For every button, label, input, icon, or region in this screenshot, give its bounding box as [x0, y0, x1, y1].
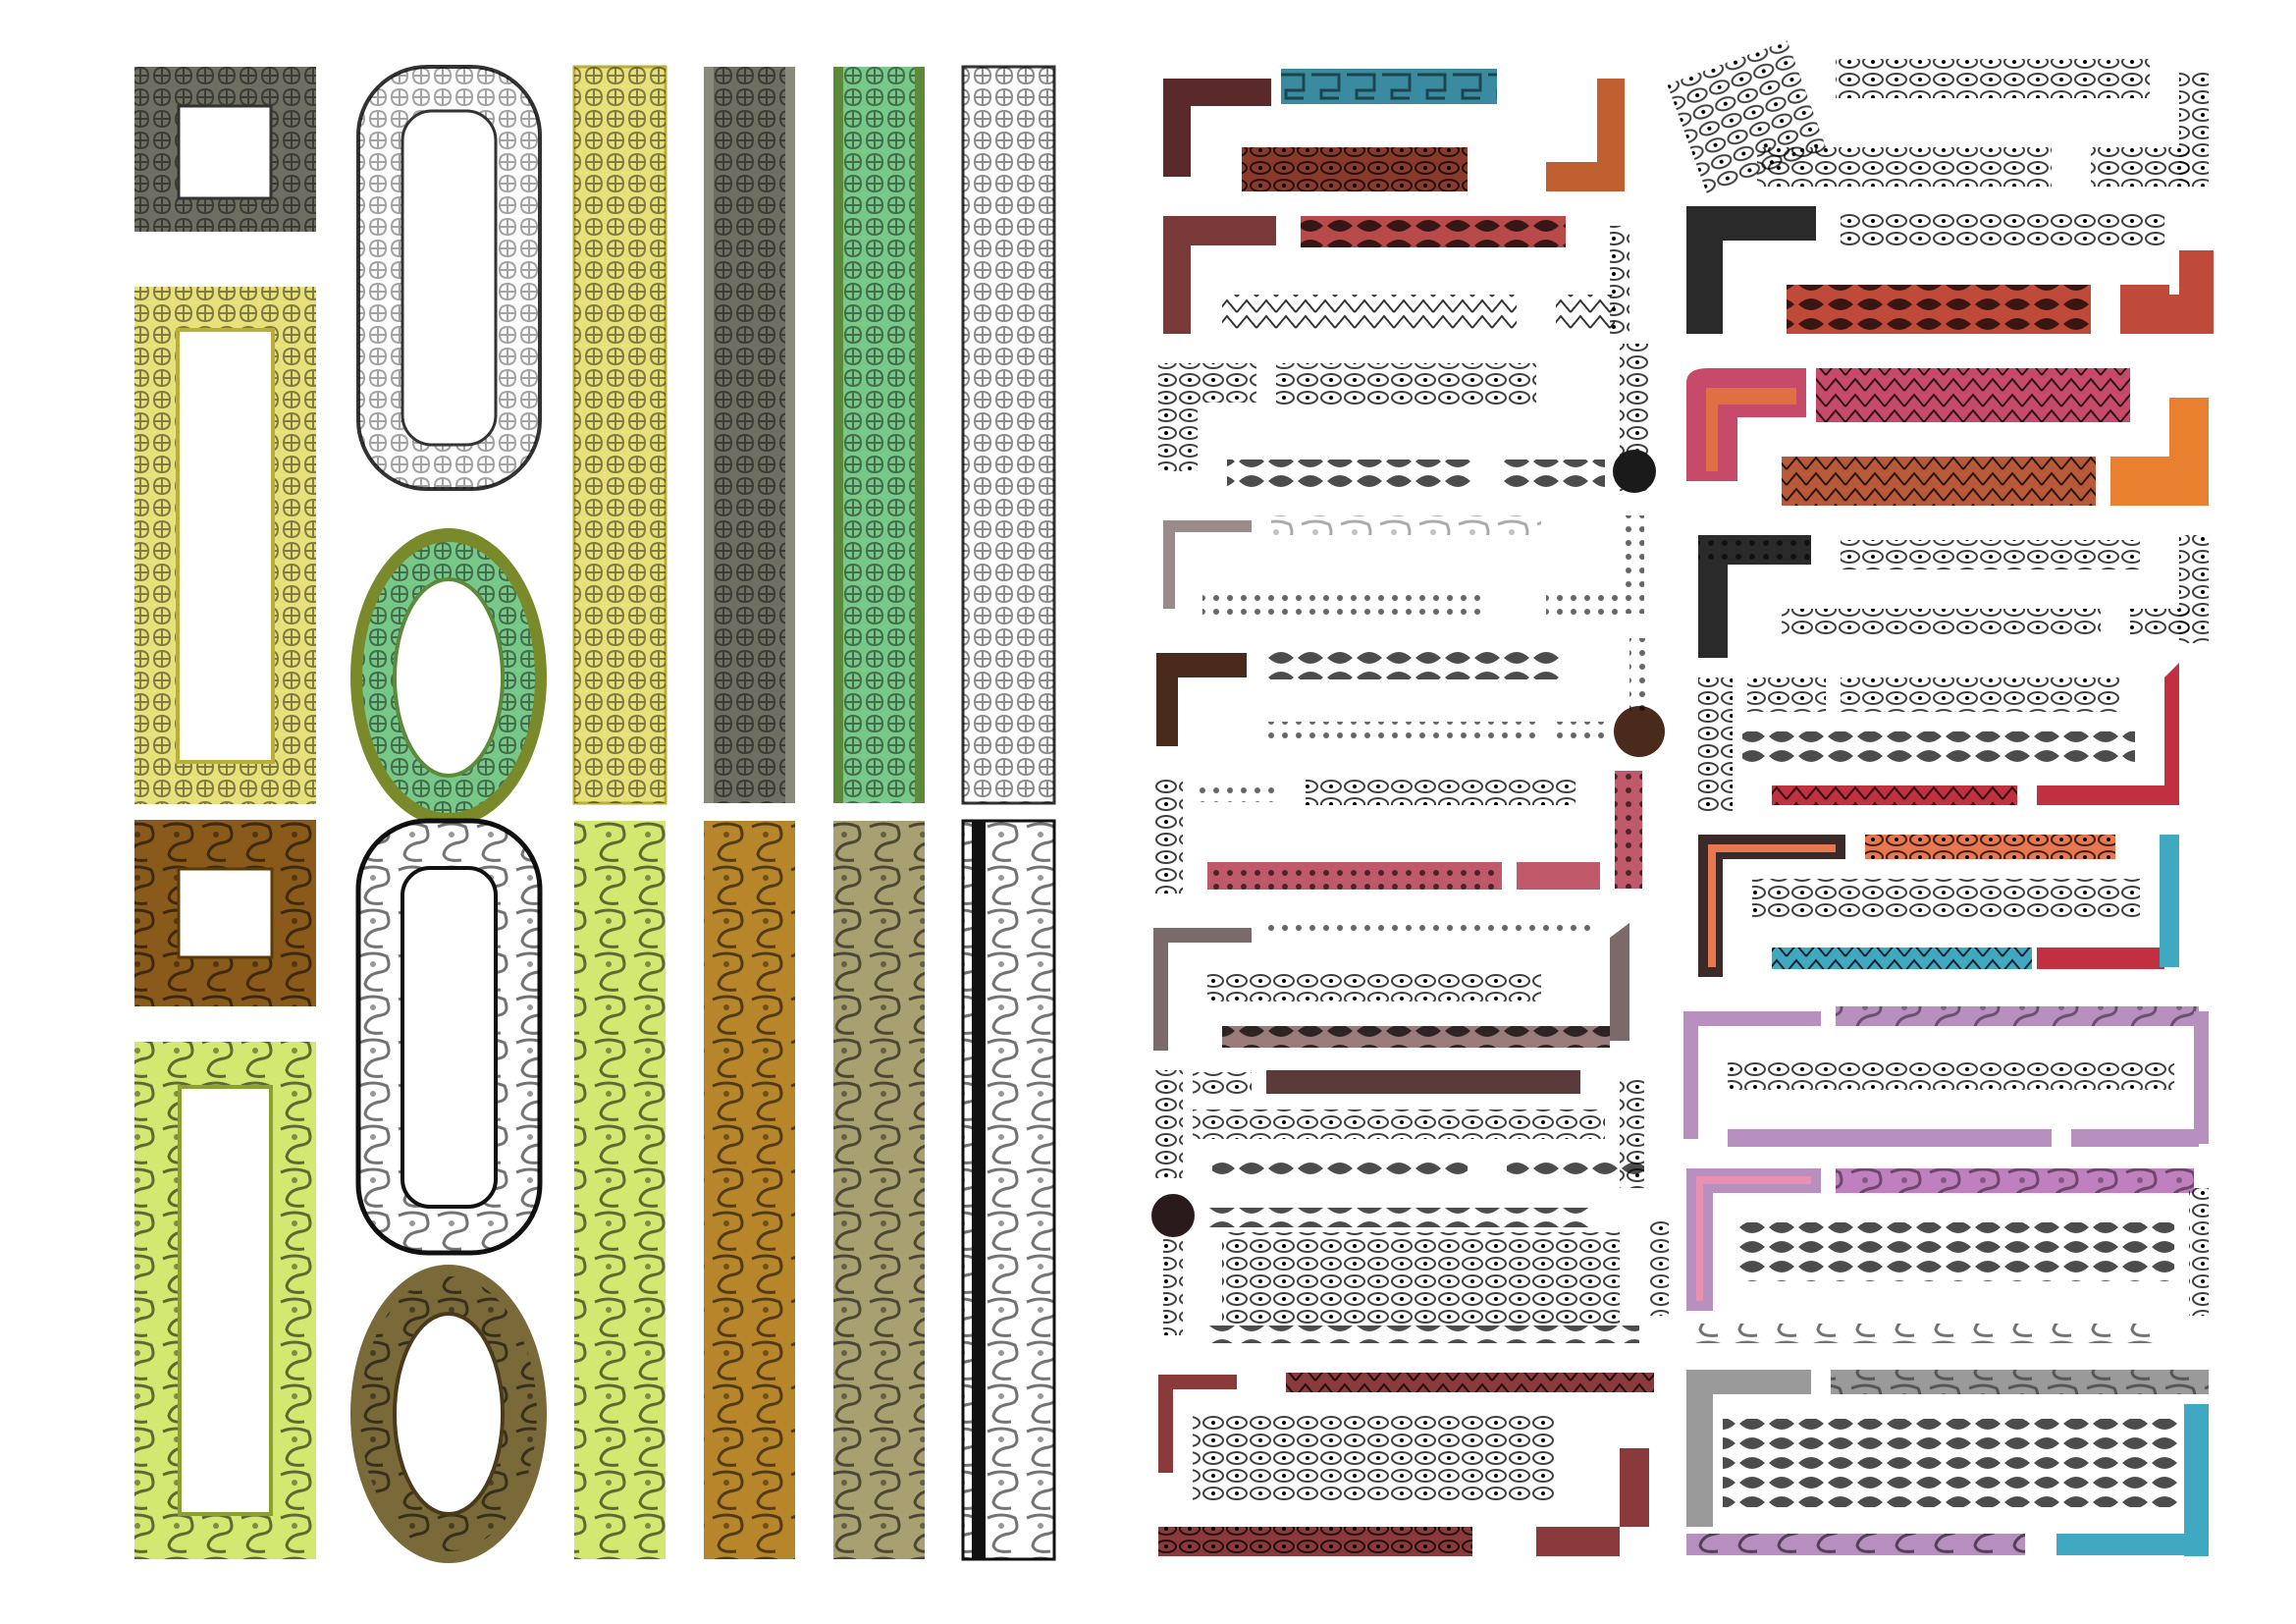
- border-set-15-icon: [1698, 663, 2179, 815]
- border-set-8-icon: [1153, 1070, 1644, 1188]
- border-set-12-icon: [1686, 206, 2214, 334]
- border-set-9-icon: [1151, 1194, 1669, 1343]
- brown-square-frame-icon: [134, 820, 316, 1006]
- border-set-7-icon: [1153, 923, 1629, 1051]
- border-set-14-icon: [1698, 535, 2209, 658]
- border-set-16-icon: [1698, 835, 2179, 977]
- green-vertical-border-icon: [833, 67, 925, 803]
- border-set-17-icon: [1683, 1006, 2209, 1147]
- black-vertical-border-icon: [961, 819, 1056, 1561]
- left-ornament-collection: [134, 65, 1056, 1563]
- border-set-5-icon: [1156, 638, 1665, 757]
- khaki-vertical-border-icon: [833, 821, 925, 1559]
- border-set-11-icon: [1667, 40, 2209, 195]
- border-set-18-icon: [1686, 1168, 2209, 1343]
- yellow-rectangle-frame-icon: [134, 287, 316, 804]
- gray-square-frame-icon: [134, 67, 316, 232]
- border-set-2-icon: [1163, 216, 1629, 334]
- lime-rectangle-frame-icon: [134, 1042, 316, 1559]
- right-border-collection: [1151, 40, 2214, 1556]
- border-set-13-icon: [1686, 368, 2209, 506]
- white-rounded-frame-icon: [356, 65, 542, 491]
- border-set-4-icon: [1163, 515, 1644, 616]
- border-set-3-icon: [1158, 344, 1656, 493]
- border-set-1-icon: [1163, 69, 1625, 191]
- white-vertical-border-icon: [961, 65, 1056, 805]
- lime-vertical-border-icon: [574, 821, 666, 1559]
- border-set-19-icon: [1686, 1370, 2209, 1556]
- black-rounded-frame-icon: [355, 818, 543, 1256]
- brown-vertical-border-icon: [704, 821, 795, 1559]
- olive-oval-frame-icon: [350, 1265, 547, 1563]
- border-set-10-icon: [1158, 1373, 1654, 1556]
- gray-vertical-border-icon: [704, 67, 795, 803]
- green-oval-frame-icon: [350, 528, 547, 827]
- border-set-6-icon: [1153, 771, 1642, 893]
- yellow-vertical-border-icon: [572, 65, 667, 805]
